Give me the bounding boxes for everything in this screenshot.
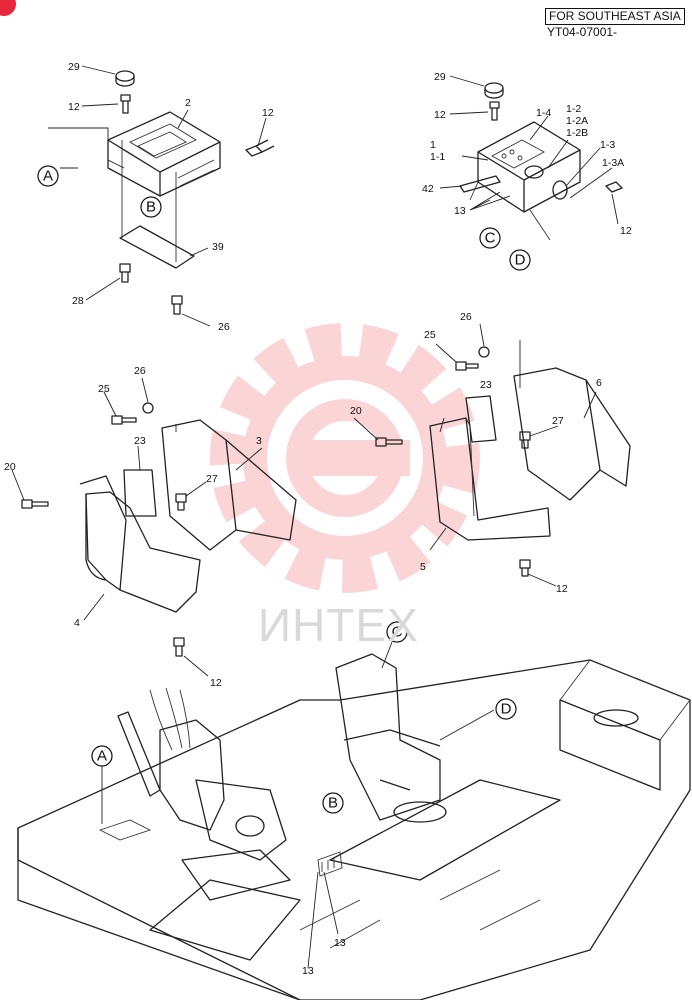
cover-5 xyxy=(429,417,551,541)
cover-4 xyxy=(85,494,107,581)
callout-4: 4 xyxy=(74,617,80,629)
callout-26: 26 xyxy=(218,321,230,333)
ref-letter-D1: D xyxy=(509,249,531,271)
callout-3: 3 xyxy=(256,435,262,447)
callout-1-2B: 1-2B xyxy=(566,127,588,139)
callout-2: 2 xyxy=(185,97,191,109)
callout-29: 29 xyxy=(434,71,446,83)
svg-text:D: D xyxy=(501,701,512,718)
callout-27: 27 xyxy=(206,473,218,485)
callout-42: 42 xyxy=(422,183,434,195)
callout-12: 12 xyxy=(68,101,80,113)
cover-3 xyxy=(161,419,237,551)
svg-text:A: A xyxy=(97,748,107,765)
callout-25: 25 xyxy=(98,383,110,395)
pad-23-left xyxy=(123,469,157,517)
callout-29: 29 xyxy=(68,61,80,73)
region-label: FOR SOUTHEAST ASIA xyxy=(545,8,685,25)
watermark-text: ИНТЕХ xyxy=(258,599,419,651)
callout-1: 1 xyxy=(430,139,436,151)
svg-text:B: B xyxy=(328,795,338,812)
ref-letter-C1: C xyxy=(479,227,501,249)
callout-12: 12 xyxy=(262,107,274,119)
callout-23: 23 xyxy=(134,435,146,447)
switch-box-group xyxy=(439,75,623,241)
serial-number: YT04-07001- xyxy=(547,25,618,39)
callout-26: 26 xyxy=(460,311,472,323)
svg-text:C: C xyxy=(485,230,496,247)
callout-1-2: 1-2 xyxy=(566,103,581,115)
right-cover-group xyxy=(353,323,631,587)
ref-letter-B2: B xyxy=(322,792,344,814)
callout-25: 25 xyxy=(424,329,436,341)
callout-6: 6 xyxy=(596,377,602,389)
callout-1-3A: 1-3A xyxy=(602,157,624,169)
callout-12: 12 xyxy=(210,677,222,689)
callout-13: 13 xyxy=(334,937,346,949)
corner-marker xyxy=(0,0,16,16)
callout-5: 5 xyxy=(420,561,426,573)
callout-39: 39 xyxy=(212,241,224,253)
left-cover-group xyxy=(11,377,297,677)
svg-text:D: D xyxy=(515,252,526,269)
callout-20: 20 xyxy=(350,405,362,417)
callout-1-4: 1-4 xyxy=(536,107,551,119)
console-bracket-group xyxy=(48,65,275,327)
svg-text:B: B xyxy=(146,199,156,216)
callout-12: 12 xyxy=(620,225,632,237)
callout-13: 13 xyxy=(302,965,314,977)
switch-1-3 xyxy=(552,180,568,200)
callout-12: 12 xyxy=(434,109,446,121)
ref-letter-B1: B xyxy=(140,196,162,218)
svg-text:A: A xyxy=(43,168,53,185)
callout-23: 23 xyxy=(480,379,492,391)
ref-letter-A1: A xyxy=(37,165,59,187)
callout-28: 28 xyxy=(72,295,84,307)
ref-letter-C2: C xyxy=(386,621,408,643)
switch-box-1 xyxy=(477,121,581,181)
plate-39 xyxy=(119,225,195,269)
callout-12: 12 xyxy=(556,583,568,595)
key-switch-1-2 xyxy=(524,165,544,179)
bracket-2 xyxy=(107,111,221,173)
svg-text:C: C xyxy=(392,624,403,641)
cover-6 xyxy=(513,367,601,501)
ref-letter-A2: A xyxy=(91,745,113,767)
callout-26: 26 xyxy=(134,365,146,377)
callout-20: 20 xyxy=(4,461,16,473)
watermark-gear-icon xyxy=(210,323,480,593)
main-frame xyxy=(17,641,691,1000)
callout-27: 27 xyxy=(552,415,564,427)
pad-23 xyxy=(465,395,497,443)
callout-1-1: 1-1 xyxy=(430,151,445,163)
cap-29 xyxy=(115,70,135,82)
callout-13: 13 xyxy=(454,205,466,217)
callout-1-3: 1-3 xyxy=(600,139,615,151)
ref-letter-D2: D xyxy=(495,698,517,720)
callout-1-2A: 1-2A xyxy=(566,115,588,127)
